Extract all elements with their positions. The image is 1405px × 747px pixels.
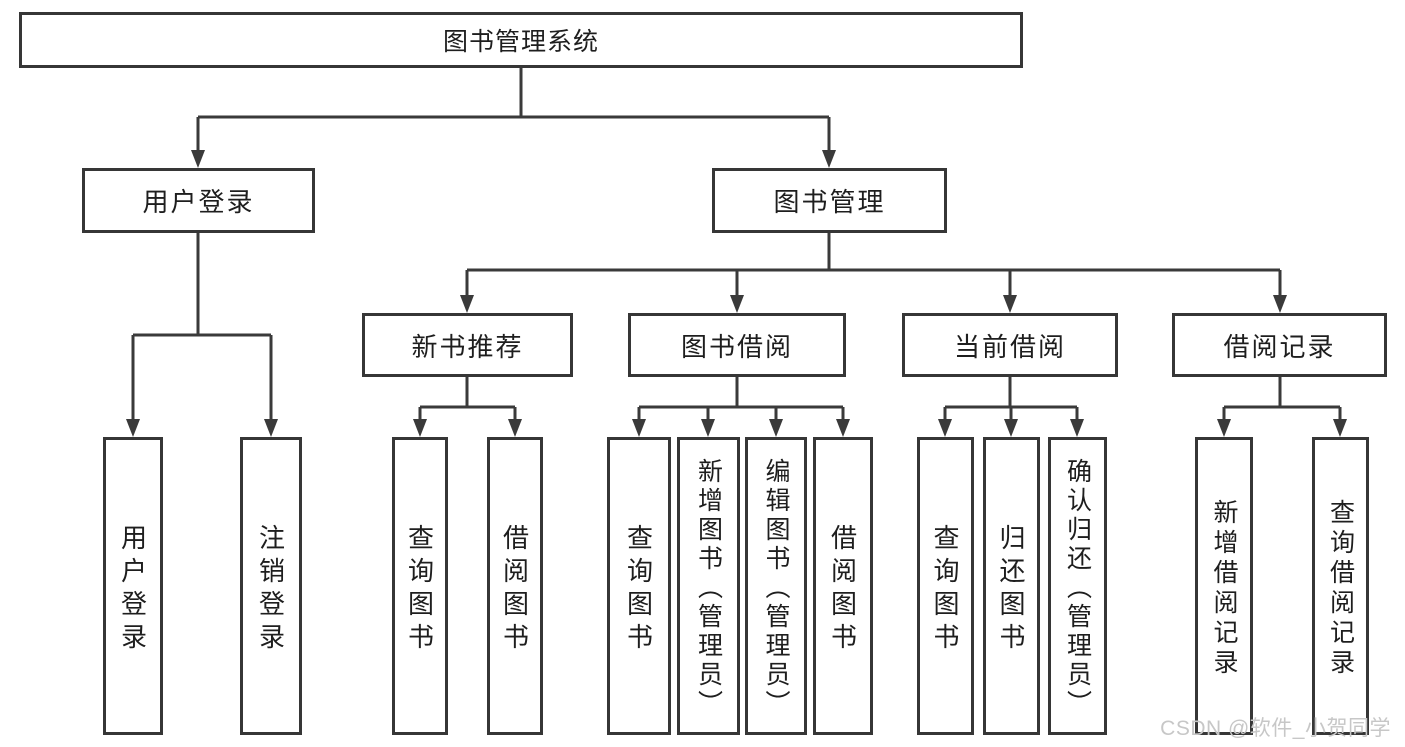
leaf-label: 查询图书 (930, 523, 960, 656)
node-book-borrow: 图书借阅 (628, 313, 846, 377)
node-label: 用户登录 (142, 187, 255, 217)
node-label: 借阅记录 (1223, 331, 1336, 362)
leaf-user-login: 用户登录 (103, 437, 163, 735)
arrowhead (1070, 419, 1084, 437)
arrowhead (822, 150, 836, 168)
leaf-query-books-current: 查询图书 (917, 437, 974, 735)
leaf-label: 查询借阅记录 (1326, 498, 1355, 679)
watermark-text: CSDN @软件_小贺同学 (1160, 717, 1391, 740)
node-new-book-recommend: 新书推荐 (362, 313, 573, 377)
leaf-label: 借阅图书 (827, 523, 858, 656)
node-label: 新书推荐 (411, 331, 524, 362)
leaf-edit-books-admin: 编辑图书（管理员） (745, 437, 807, 735)
leaf-label: 查询图书 (623, 523, 654, 656)
arrowhead (191, 150, 205, 168)
leaf-borrow-books: 借阅图书 (813, 437, 873, 735)
arrowhead (460, 295, 474, 313)
leaf-label: 用户登录 (117, 523, 148, 656)
leaf-add-books-admin: 新增图书（管理员） (677, 437, 740, 735)
arrowhead (632, 419, 646, 437)
leaf-label: 归还图书 (996, 523, 1026, 656)
leaf-add-borrow-record: 新增借阅记录 (1195, 437, 1253, 735)
node-label: 图书管理系统 (442, 28, 599, 56)
arrowhead (1273, 295, 1287, 313)
leaf-return-books: 归还图书 (983, 437, 1040, 735)
arrowhead (701, 419, 715, 437)
leaf-logout: 注销登录 (240, 437, 302, 735)
leaf-query-books-recommend: 查询图书 (392, 437, 448, 735)
leaf-label: 新增借阅记录 (1210, 498, 1238, 679)
node-label: 当前借阅 (953, 331, 1066, 362)
arrowhead (1004, 419, 1018, 437)
arrowhead (1333, 419, 1347, 437)
leaf-label: 查询图书 (404, 523, 435, 656)
connector-new-book-to-leaves (418, 377, 517, 422)
node-label: 图书管理 (773, 187, 886, 217)
leaf-query-borrow-record: 查询借阅记录 (1312, 437, 1369, 735)
arrowhead (264, 419, 278, 437)
arrowhead (413, 419, 427, 437)
leaf-query-books-borrow: 查询图书 (607, 437, 671, 735)
leaf-label: 新增图书（管理员） (694, 457, 723, 719)
connector-current-borrow-to-leaves (943, 377, 1079, 422)
connector-book-borrow-to-leaves (637, 377, 845, 422)
connector-book-mgmt-to-groups (465, 233, 1282, 298)
node-root-system: 图书管理系统 (19, 12, 1023, 68)
arrowhead (1217, 419, 1231, 437)
leaf-label: 借阅图书 (499, 523, 530, 656)
arrowhead (769, 419, 783, 437)
leaf-borrow-books-recommend: 借阅图书 (487, 437, 543, 735)
connector-borrow-record-to-leaves (1222, 377, 1342, 422)
leaf-label: 编辑图书（管理员） (762, 457, 790, 719)
arrowhead (730, 295, 744, 313)
node-user-login-branch: 用户登录 (82, 168, 315, 233)
arrowhead (126, 419, 140, 437)
arrowhead (836, 419, 850, 437)
node-label: 图书借阅 (680, 331, 793, 362)
leaf-label: 注销登录 (255, 523, 286, 656)
connector-user-login-to-leaves (131, 233, 273, 422)
node-borrow-records: 借阅记录 (1172, 313, 1387, 377)
arrowhead (508, 419, 522, 437)
connector-root-to-level2 (196, 68, 831, 153)
leaf-label: 确认归还（管理员） (1063, 457, 1092, 719)
arrowhead (938, 419, 952, 437)
leaf-confirm-return-admin: 确认归还（管理员） (1048, 437, 1107, 735)
node-book-mgmt-branch: 图书管理 (712, 168, 947, 233)
node-current-borrow: 当前借阅 (902, 313, 1118, 377)
arrowhead (1003, 295, 1017, 313)
